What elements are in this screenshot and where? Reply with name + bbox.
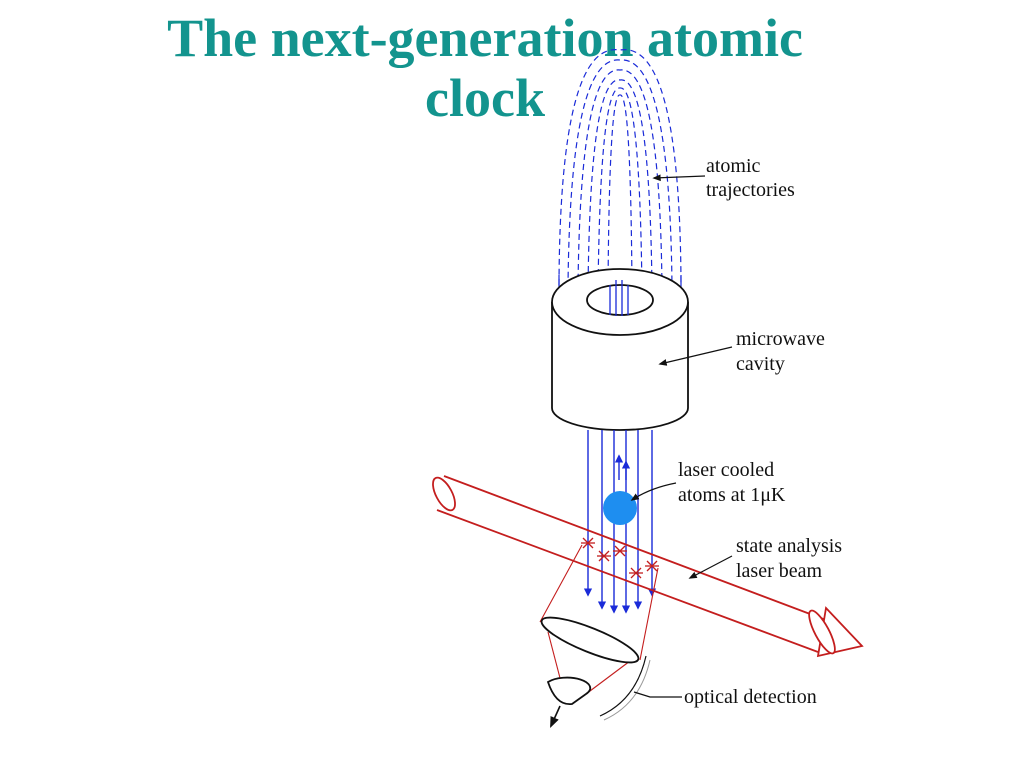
label-laser-cooled-1: laser cooled [678, 459, 774, 481]
label-state-analysis-2: laser beam [736, 560, 823, 582]
label-atomic-trajectories-1: atomic [706, 155, 761, 177]
label-leaders [630, 174, 733, 698]
microwave-cavity [551, 268, 689, 431]
detector-cup [546, 676, 592, 705]
state-analysis-laser-beam [432, 475, 864, 658]
trajectory-arc [577, 69, 663, 291]
atomic-trajectories [558, 49, 682, 297]
label-optical-detection: optical detection [684, 686, 817, 708]
title-line-2: clock [425, 68, 545, 128]
trajectory-arc [597, 87, 643, 296]
collection-cone [539, 544, 659, 695]
trajectory-arc [567, 59, 673, 289]
trajectory-arc [587, 79, 653, 293]
optical-detector [540, 616, 651, 729]
slide-title: The next-generation atomic clock [0, 8, 970, 128]
title-line-1: The next-generation atomic [167, 8, 803, 68]
reflector [599, 655, 647, 717]
laser-cooled-atoms [603, 491, 637, 525]
label-microwave-cavity-1: microwave [736, 328, 825, 350]
label-state-analysis-1: state analysis [736, 535, 842, 557]
trajectory-arc [607, 94, 633, 297]
collection-lens [540, 616, 640, 664]
cavity-hole [586, 284, 654, 316]
fluorescence-stars [581, 537, 659, 579]
label-microwave-cavity-2: cavity [736, 353, 785, 375]
vertical-beam-through-cavity [609, 280, 629, 316]
label-laser-cooled-2: atoms at 1μK [678, 484, 786, 506]
label-atomic-trajectories-2: trajectories [706, 179, 795, 201]
trajectory-arc [558, 49, 682, 286]
